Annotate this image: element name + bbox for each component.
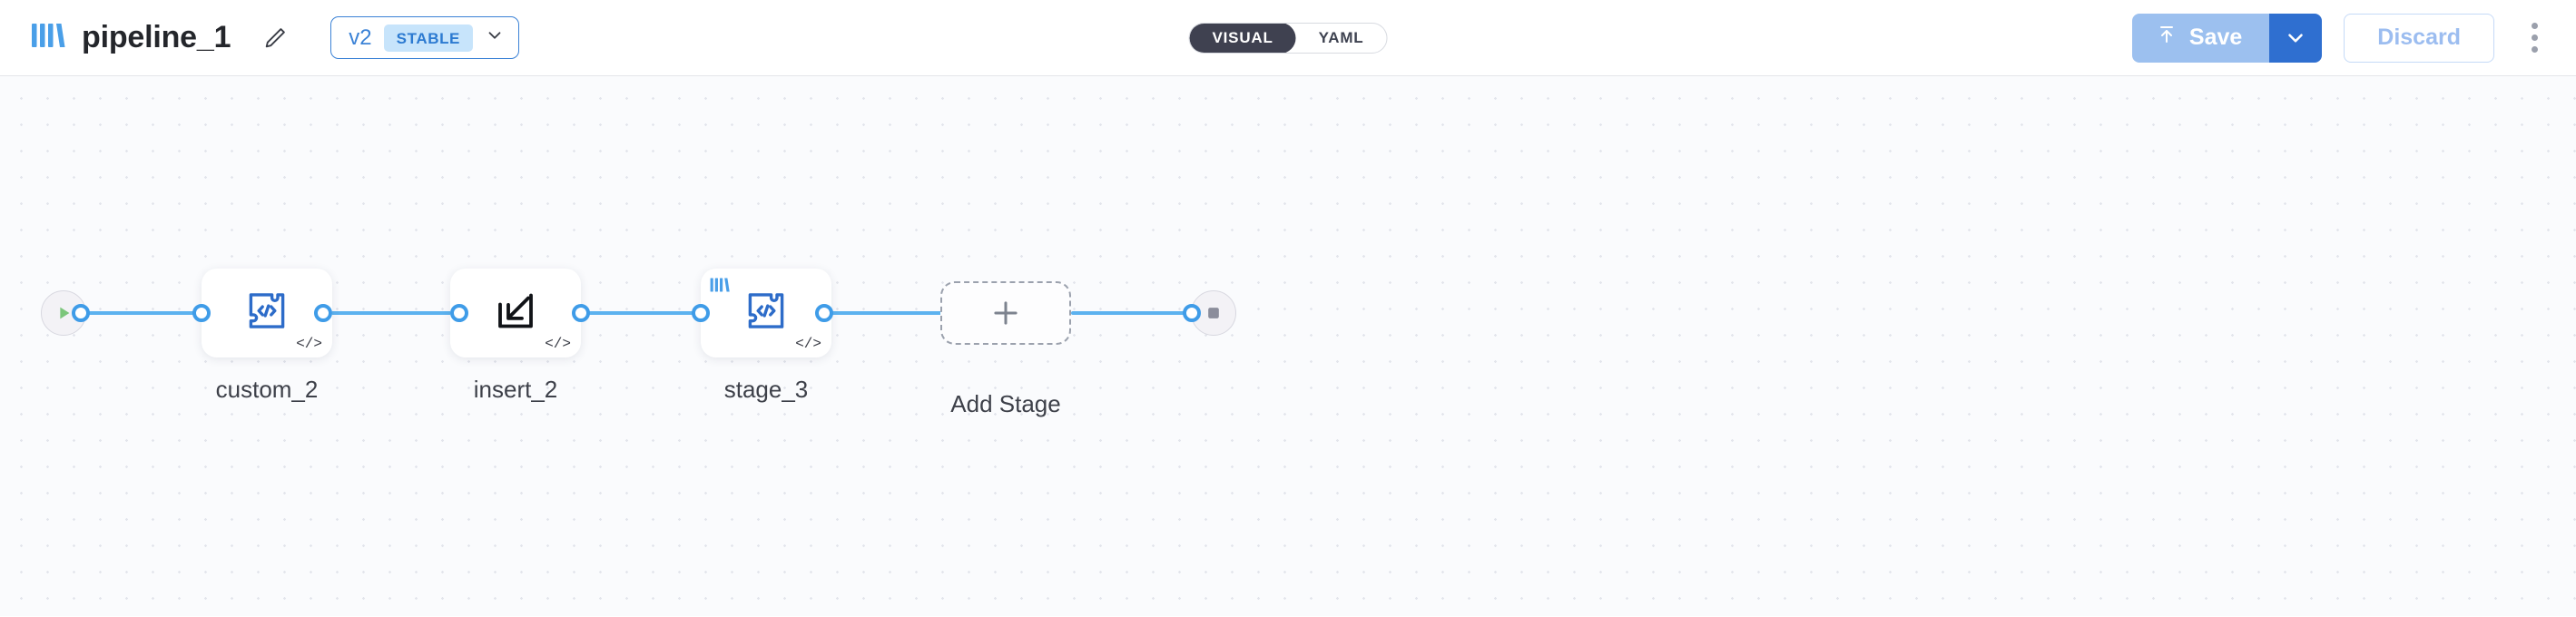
tab-yaml[interactable]: YAML: [1318, 28, 1364, 46]
pipeline-bars-logo-icon: [31, 20, 65, 55]
version-selector[interactable]: v2 STABLE: [330, 16, 519, 59]
view-mode-toggle[interactable]: VISUAL YAML: [1188, 22, 1388, 54]
header-actions: Save Discard: [2131, 13, 2551, 63]
discard-button[interactable]: Discard: [2344, 13, 2494, 63]
stop-square-icon: [1208, 308, 1219, 318]
pipeline-canvas[interactable]: </> custom_2 </> insert_2: [0, 76, 2576, 616]
edge-custom2-to-insert2: [323, 311, 459, 315]
pipeline-bars-logo-icon: [710, 276, 730, 299]
code-badge: </>: [795, 336, 821, 352]
insert-arrow-box-icon: [494, 289, 537, 338]
kebab-menu-icon[interactable]: [2518, 18, 2551, 58]
upload-arrow-icon: [2156, 24, 2178, 52]
save-split-button[interactable]: Save: [2131, 13, 2323, 63]
tab-visual[interactable]: VISUAL: [1189, 23, 1296, 53]
stage-node-stage_3[interactable]: </> stage_3: [701, 269, 831, 403]
version-number: v2: [349, 24, 372, 50]
chevron-down-icon: [485, 25, 505, 50]
edge-addstage-to-end: [1071, 311, 1191, 315]
port-insert2-out[interactable]: [572, 304, 590, 322]
stage-node-insert_2[interactable]: </> insert_2: [450, 269, 581, 403]
port-custom2-out[interactable]: [314, 304, 332, 322]
edge-stage3-to-addstage: [824, 311, 946, 315]
port-start-out[interactable]: [72, 304, 90, 322]
add-stage-button[interactable]: Add Stage: [940, 281, 1071, 417]
puzzle-code-icon: [245, 289, 289, 338]
page-title: pipeline_1: [82, 20, 231, 54]
brand: pipeline_1: [31, 20, 290, 55]
save-button-label: Save: [2188, 24, 2243, 50]
code-badge: </>: [545, 336, 571, 352]
port-stage3-in[interactable]: [692, 304, 710, 322]
edge-start-to-custom2: [80, 311, 216, 315]
play-icon: [60, 307, 70, 319]
edge-insert2-to-stage3: [581, 311, 719, 315]
port-insert2-in[interactable]: [450, 304, 468, 322]
save-options-chevron-down-icon[interactable]: [2269, 13, 2323, 63]
stage-label-custom_2: custom_2: [215, 376, 319, 403]
port-end-in[interactable]: [1183, 304, 1201, 322]
puzzle-code-icon: [744, 289, 788, 338]
stage-label-insert_2: insert_2: [473, 376, 558, 403]
app-header: pipeline_1 v2 STABLE VISUAL YAML: [0, 0, 2576, 76]
code-badge: </>: [296, 336, 322, 352]
plus-icon: [994, 301, 1018, 325]
stage-label-stage_3: stage_3: [723, 376, 809, 403]
port-custom2-in[interactable]: [192, 304, 211, 322]
port-stage3-out[interactable]: [815, 304, 833, 322]
stage-node-custom_2[interactable]: </> custom_2: [202, 269, 332, 403]
add-stage-label: Add Stage: [950, 390, 1061, 417]
version-status-badge: STABLE: [383, 24, 473, 52]
save-button[interactable]: Save: [2131, 13, 2270, 63]
pencil-icon[interactable]: [260, 23, 290, 54]
